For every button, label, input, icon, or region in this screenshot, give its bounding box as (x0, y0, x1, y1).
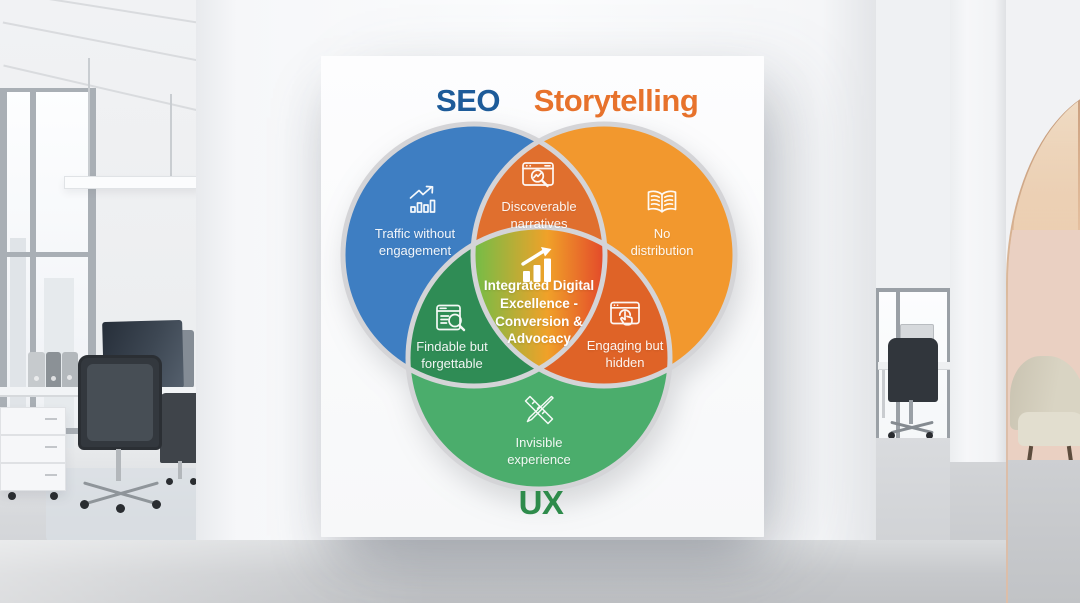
pendant-wire (88, 58, 90, 178)
desk-leg (882, 370, 885, 418)
seo-circle-ring (340, 121, 608, 389)
drawer-handle (45, 418, 57, 420)
archway (1006, 0, 1080, 603)
storytelling-ux-caption: Engaging but hidden (586, 338, 664, 370)
open-book-icon (644, 188, 680, 216)
sofa-seat (1018, 412, 1080, 446)
venn-poster: SEO Storytelling UX Traffic without enga… (321, 56, 764, 537)
trend-bars-arrow-icon (407, 184, 441, 214)
pendant-light (64, 176, 200, 189)
binder (46, 352, 61, 388)
binder (62, 352, 78, 387)
pencil-ruler-icon (522, 393, 556, 427)
window-transom (0, 252, 96, 257)
storytelling-caption: No distribution (630, 226, 694, 258)
window-frame (0, 88, 96, 92)
cabinet-caster (8, 492, 16, 500)
chair-post (909, 400, 913, 424)
storytelling-circle-ring (470, 121, 738, 389)
center-caption: Integrated Digital Excellence - Conversi… (483, 278, 595, 347)
chair-caster (80, 500, 89, 509)
cabinet-caster (50, 492, 58, 500)
wall-column (950, 0, 1006, 468)
chair-caster (190, 478, 197, 485)
chair-caster (888, 432, 895, 439)
ux-title: UX (518, 484, 564, 521)
drawer-handle (45, 446, 57, 448)
drawer-handle (45, 474, 57, 476)
arch-floor (1008, 460, 1080, 603)
binder-hole (51, 376, 56, 381)
browser-tap-icon (607, 299, 643, 332)
binder-hole (34, 376, 39, 381)
back-room (876, 0, 950, 603)
seo-caption: Traffic without engagement (374, 226, 456, 258)
drawer-cabinet (0, 407, 66, 491)
window-mullion (896, 288, 900, 525)
chair-mesh (87, 364, 153, 441)
floor-mat (46, 468, 206, 544)
growth-bars-arrow-icon (516, 245, 562, 285)
ux-circle-ring (405, 224, 673, 492)
venn-diagram (340, 121, 738, 492)
chair-caster (152, 500, 161, 509)
chair-caster (116, 504, 125, 513)
browser-search-trend-icon (520, 159, 558, 193)
document-search-icon (434, 302, 470, 334)
office-chair (888, 338, 938, 402)
office-chair (78, 355, 162, 450)
window-frame (876, 288, 879, 525)
binder-hole (67, 375, 72, 380)
chair-caster (166, 478, 173, 485)
window-frame (876, 288, 950, 292)
storytelling-title: Storytelling (533, 83, 699, 118)
floor-sheen (0, 540, 430, 603)
window-frame (0, 88, 7, 433)
seo-ux-caption: Findable but forgettable (416, 339, 488, 371)
ux-caption: Invisible experience (507, 435, 571, 467)
window-frame (88, 88, 96, 433)
chair-post (178, 461, 182, 479)
pendant-wire (170, 94, 172, 178)
seo-title: SEO (436, 83, 500, 118)
chair-post (116, 449, 121, 481)
sofa (1010, 356, 1080, 468)
hall-floor (0, 540, 1006, 603)
drawer-seam (1, 462, 65, 464)
window-frame (947, 288, 950, 525)
window-mullion (30, 88, 36, 433)
left-office-area (0, 0, 206, 603)
seo-storytelling-caption: Discoverable narratives (501, 199, 577, 231)
arch-opening (1006, 84, 1080, 603)
chair-caster (926, 432, 933, 439)
binder (28, 352, 45, 389)
drawer-seam (1, 434, 65, 436)
